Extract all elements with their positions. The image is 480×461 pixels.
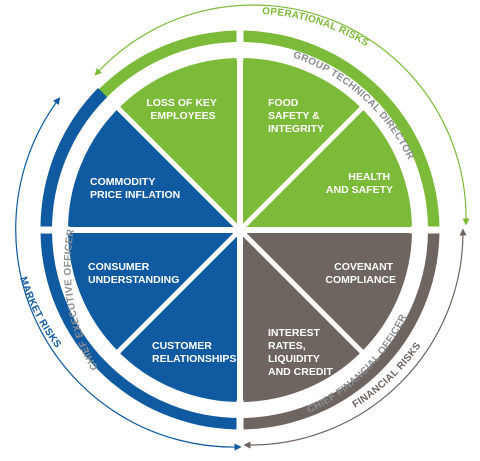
segment-interest-rates (240, 230, 361, 400)
label-interest-rates: INTEREST RATES, LIQUIDITY AND CREDIT (268, 327, 333, 378)
label-food-safety-integrity: FOOD SAFETY & INTEGRITY (268, 97, 324, 135)
operational-arrow (94, 4, 470, 226)
spoke-dividers (32, 22, 448, 438)
segment-commodity-price (70, 109, 240, 230)
segment-health-and-safety (240, 109, 410, 230)
segment-covenant-compliance (240, 230, 410, 351)
segment-labels: LOSS OF KEY EMPLOYEES FOOD SAFETY & INTE… (88, 97, 396, 378)
label-commodity-price-inflation: COMMODITY PRICE INFLATION (90, 176, 180, 201)
segment-consumer-understanding (70, 230, 240, 351)
segment-customer-relationships (119, 230, 240, 400)
label-loss-of-key-employees: LOSS OF KEY EMPLOYEES (146, 97, 219, 122)
segment-loss-of-key-employees (119, 60, 240, 230)
inner-segments (70, 60, 410, 400)
label-customer-relationships: CUSTOMER RELATIONSHIPS (152, 340, 236, 365)
outer-arrows (15, 4, 470, 451)
label-consumer-understanding: CONSUMER UNDERSTANDING (88, 261, 179, 286)
label-covenant-compliance: COVENANT COMPLIANCE (325, 261, 396, 286)
market-arrow (15, 97, 242, 451)
segment-food-safety (240, 60, 361, 230)
financial-arrow (243, 228, 467, 449)
label-health-and-safety: HEALTH AND SAFETY (326, 171, 393, 196)
